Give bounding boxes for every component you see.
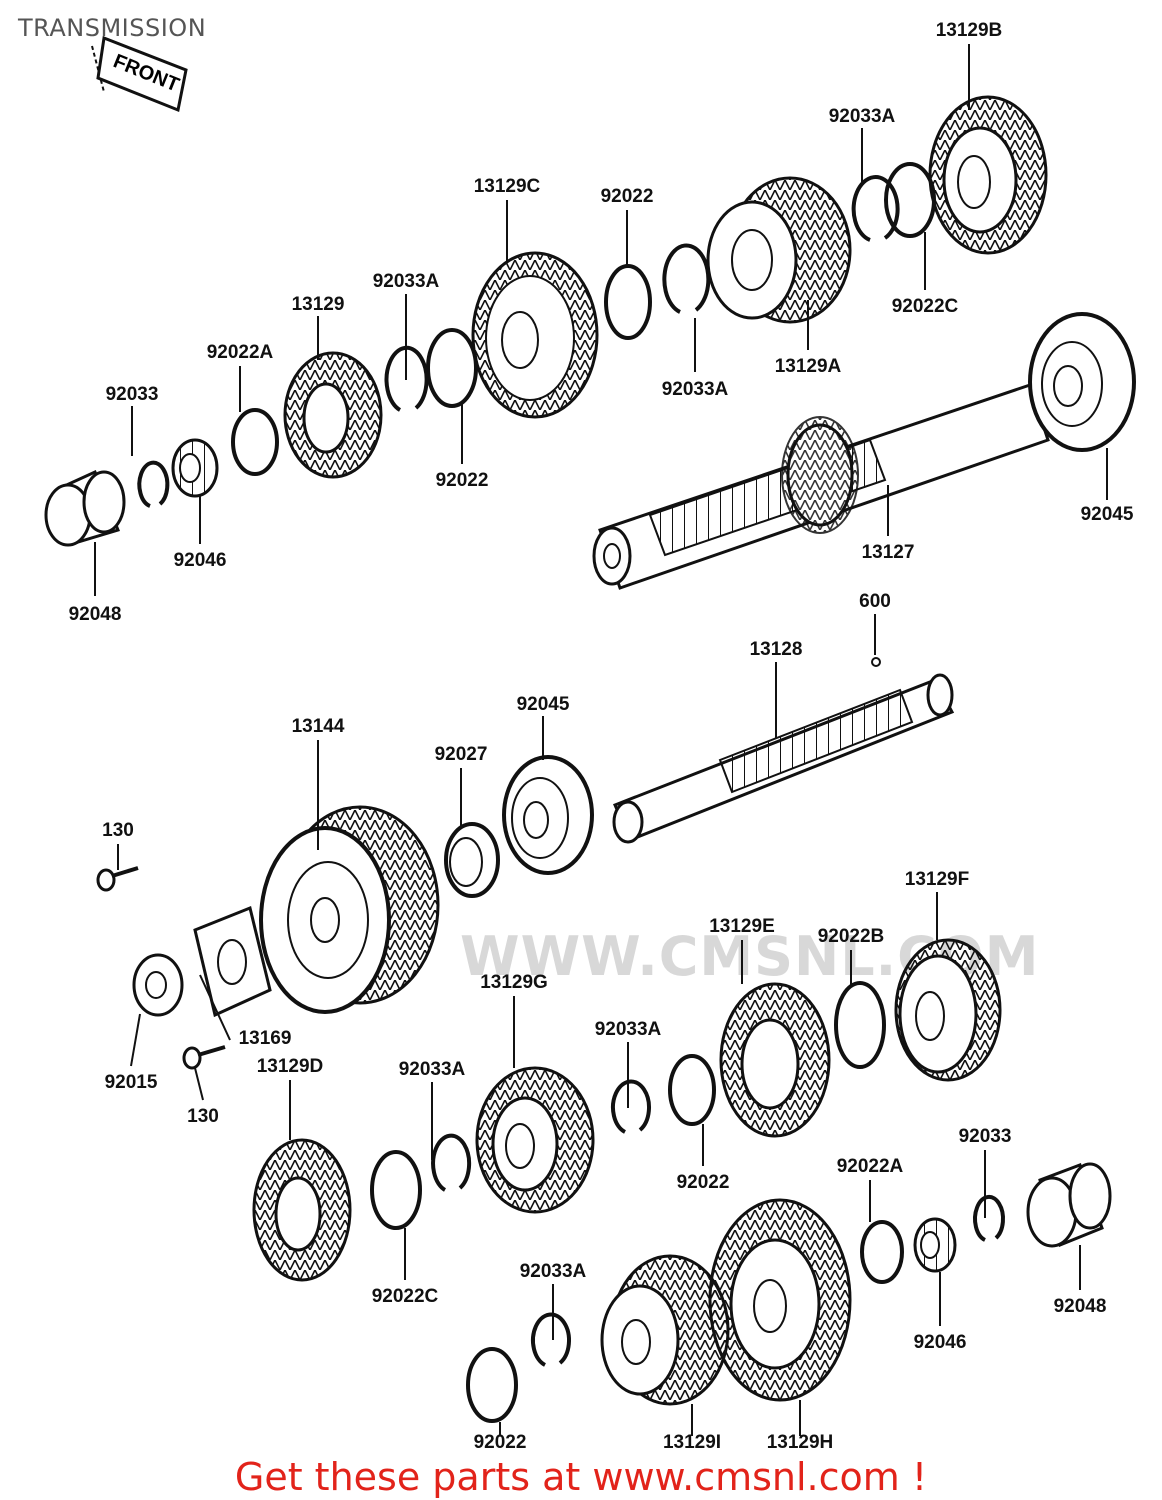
leader-p_13169 (199, 974, 231, 1041)
part-label-p_92046_b[interactable]: 92046 (914, 1332, 967, 1353)
part-label-p_92033A_b[interactable]: 92033A (662, 379, 729, 400)
part-label-p_92022_a[interactable]: 92022 (601, 186, 654, 207)
part-label-p_92033A_e[interactable]: 92033A (595, 1019, 662, 1040)
front-arrow-tag: FRONT (91, 35, 188, 113)
bolt-130-upper (96, 866, 139, 892)
part-label-p_92022_b[interactable]: 92022 (436, 470, 489, 491)
circlip-92033A-upper-a (851, 175, 900, 242)
gear-13129H (708, 1198, 852, 1402)
collar-92027 (444, 822, 500, 898)
part-label-p_13128[interactable]: 13128 (750, 639, 803, 660)
part-label-p_13129I[interactable]: 13129I (663, 1432, 721, 1453)
washer-92022C-upper (884, 162, 936, 238)
washer-92022B (834, 981, 886, 1069)
part-label-p_92033A_d[interactable]: 92033A (399, 1059, 466, 1080)
part-label-p_13129D[interactable]: 13129D (257, 1056, 324, 1077)
needle-bearing-92046-upper (171, 438, 219, 498)
part-label-p_92046_a[interactable]: 92046 (174, 550, 227, 571)
gear-13129C (471, 251, 599, 419)
part-label-p_92045_b[interactable]: 92045 (517, 694, 570, 715)
bearing-92045-lower (502, 755, 594, 875)
needle-bearing-92046-lower (913, 1217, 957, 1273)
part-labels: 13129B 92033A 92022C 13129A 92033A 92022 13129… (69, 20, 1134, 1453)
leader-lines (94, 44, 1108, 1436)
part-label-p_13144[interactable]: 13144 (292, 716, 345, 737)
washer-92022A-lower (860, 1220, 904, 1284)
part-label-p_92045_a[interactable]: 92045 (1081, 504, 1134, 525)
part-label-p_92033A_f[interactable]: 92033A (520, 1261, 587, 1282)
part-label-p_92048_a[interactable]: 92048 (69, 604, 122, 625)
circlip-92033A-lower-a (431, 1133, 472, 1192)
part-label-p_92022_d[interactable]: 92022 (474, 1432, 527, 1453)
part-label-p_13129E[interactable]: 13129E (709, 916, 775, 937)
nut-92015 (132, 953, 184, 1017)
part-label-p_13129G[interactable]: 13129G (480, 972, 548, 993)
gear-13129A (706, 176, 852, 324)
part-label-p_130_b[interactable]: 130 (187, 1106, 219, 1127)
part-label-p_92015[interactable]: 92015 (105, 1072, 158, 1093)
part-label-p_92022C_a[interactable]: 92022C (892, 296, 959, 317)
part-label-p_92033_a[interactable]: 92033 (106, 384, 159, 405)
circlip-92033-upper (137, 460, 170, 508)
part-label-p_92048_b[interactable]: 92048 (1054, 1296, 1107, 1317)
part-label-p_92033A_a[interactable]: 92033A (829, 106, 896, 127)
washer-92022A-upper (231, 408, 279, 476)
promo-footer[interactable]: Get these parts at www.cmsnl.com ! (234, 1455, 928, 1499)
part-label-p_130_a[interactable]: 130 (102, 820, 134, 841)
part-label-p_92033A_c[interactable]: 92033A (373, 271, 440, 292)
page-title: TRANSMISSION (18, 14, 207, 42)
part-label-p_92027[interactable]: 92027 (435, 744, 488, 765)
part-label-p_13129A[interactable]: 13129A (775, 356, 842, 377)
leader-p_130_b (194, 1067, 204, 1101)
driveshaft-13128 (612, 657, 955, 844)
circlip-92033A-upper-b (662, 243, 711, 314)
gear-13129B (928, 95, 1048, 255)
gear-13129G (475, 1066, 595, 1214)
circlip-92033A-lower-b (611, 1079, 651, 1134)
part-label-p_13169[interactable]: 13169 (239, 1028, 292, 1049)
part-label-p_600[interactable]: 600 (859, 591, 891, 612)
part-label-p_13129F[interactable]: 13129F (905, 869, 969, 890)
circlip-92033-lower (973, 1194, 1006, 1242)
plate-13169 (193, 905, 272, 1018)
washer-92022-upper-b (426, 328, 478, 408)
part-label-p_13129B_top[interactable]: 13129B (936, 20, 1003, 41)
gear-13129D (252, 1138, 352, 1282)
washer-92022-lower-b (466, 1347, 518, 1423)
part-label-p_92022B[interactable]: 92022B (818, 926, 885, 947)
leader-p_92015 (130, 1013, 141, 1067)
part-label-p_13129C[interactable]: 13129C (474, 176, 541, 197)
part-label-p_92033_b[interactable]: 92033 (959, 1126, 1012, 1147)
gear-13129E (719, 982, 831, 1138)
collar-92048-lower (1026, 1162, 1112, 1248)
washer-92022C-lower (370, 1150, 422, 1230)
bolt-130-lower (182, 1045, 226, 1070)
pin-600 (871, 657, 881, 667)
part-label-p_92022C_b[interactable]: 92022C (372, 1286, 439, 1307)
collar-92048-upper (44, 469, 126, 547)
gear-13129 (283, 351, 383, 479)
countershaft-13127 (592, 383, 1050, 590)
sprocket-hub-13144 (259, 805, 440, 1014)
washer-92022-upper-a (604, 264, 652, 340)
circlip-92033A-lower-c (531, 1312, 571, 1367)
gear-13129F (894, 938, 1002, 1082)
part-label-p_13129H[interactable]: 13129H (767, 1432, 834, 1453)
part-label-p_13129[interactable]: 13129 (292, 294, 345, 315)
gear-13129I (600, 1254, 730, 1406)
part-label-p_92022_c[interactable]: 92022 (677, 1172, 730, 1193)
part-label-p_92022A_b[interactable]: 92022A (837, 1156, 904, 1177)
part-label-p_13127[interactable]: 13127 (862, 542, 915, 563)
washer-92022-lower-a (668, 1054, 716, 1126)
bearing-92045-upper (1028, 312, 1136, 452)
part-label-p_92022A_a[interactable]: 92022A (207, 342, 274, 363)
